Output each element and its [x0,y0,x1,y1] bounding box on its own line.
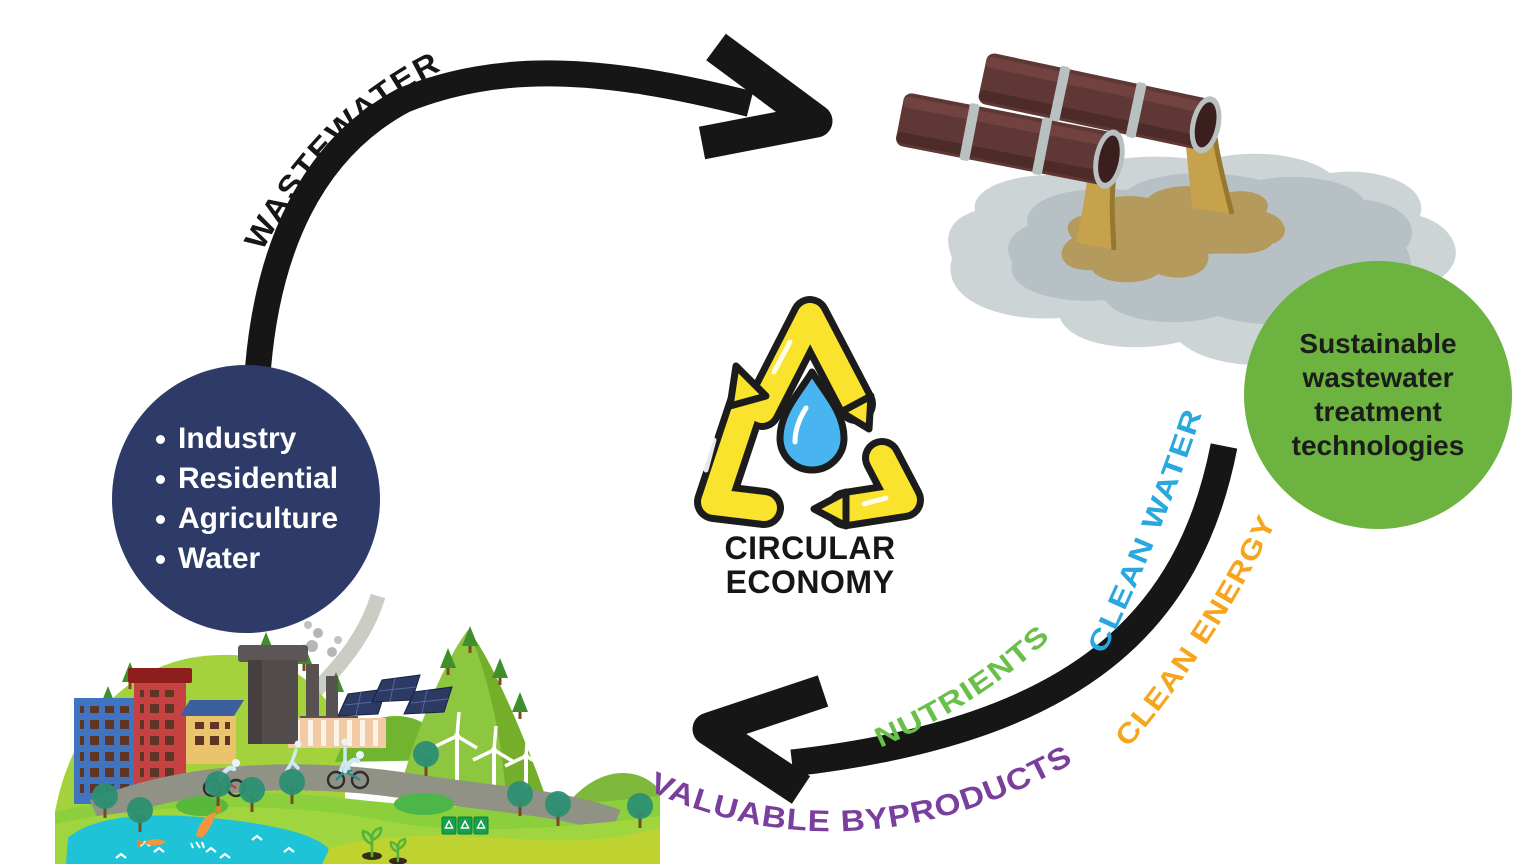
waves [115,834,295,859]
source-label: Agriculture [178,502,339,535]
treatment-line: wastewater [1302,362,1454,393]
list-item: Water [156,539,338,579]
town-illustration [55,593,660,864]
bullet-icon [156,474,165,484]
arrowhead-right-icon [698,33,833,160]
smoke-puff [313,628,323,638]
runner [284,740,302,774]
treatment-circle: Sustainable wastewater treatment technol… [1244,261,1512,529]
water-drop-icon [776,368,848,474]
bullet-icon [156,554,165,564]
wastewater-label: WASTEWATER [238,44,447,255]
caption-line: CIRCULAR [724,530,896,566]
caption-line: ECONOMY [725,564,895,600]
sewage-pipe-back [978,53,1222,154]
circular-economy-caption: CIRCULAR ECONOMY [688,531,932,599]
smoke-puff [327,647,337,657]
foreground-strip [322,828,660,864]
wastewater-arrow [245,33,833,370]
treatment-line: treatment [1314,396,1442,427]
smoke-puff [306,640,318,652]
bush [176,796,228,816]
blue-building [74,698,138,804]
list-item: Residential [156,459,338,499]
pond [66,804,330,864]
bullet-icon [156,434,165,444]
sources-list: Industry Residential Agriculture Water [112,419,338,579]
bush [394,793,454,815]
cyclist [326,751,370,790]
source-label: Residential [178,462,339,495]
solar-panels [337,674,453,717]
list-item: Industry [156,419,338,459]
recycle-bins [441,816,489,835]
treatment-line: Sustainable [1299,328,1457,359]
smoke-puff [334,636,342,644]
yellow-house [180,700,244,764]
source-label: Industry [178,422,297,455]
arrowhead-left-icon [692,675,829,804]
smoke-puff [304,621,312,629]
return-arrow [692,443,1238,804]
jumping-fish-icon [190,804,222,849]
factory [238,621,386,748]
list-item: Agriculture [156,499,338,539]
wastewater-sources-circle: Industry Residential Agriculture Water [112,365,380,633]
recycling-arrows-icon [694,296,924,530]
sewage-pipe-front [896,93,1125,189]
swimming-fish-icon [137,839,166,847]
sprouts [361,826,407,864]
sewage-discharge-scene [896,53,1456,366]
treatment-line: technologies [1291,430,1465,461]
bullet-icon [156,514,165,524]
source-label: Water [178,542,261,575]
